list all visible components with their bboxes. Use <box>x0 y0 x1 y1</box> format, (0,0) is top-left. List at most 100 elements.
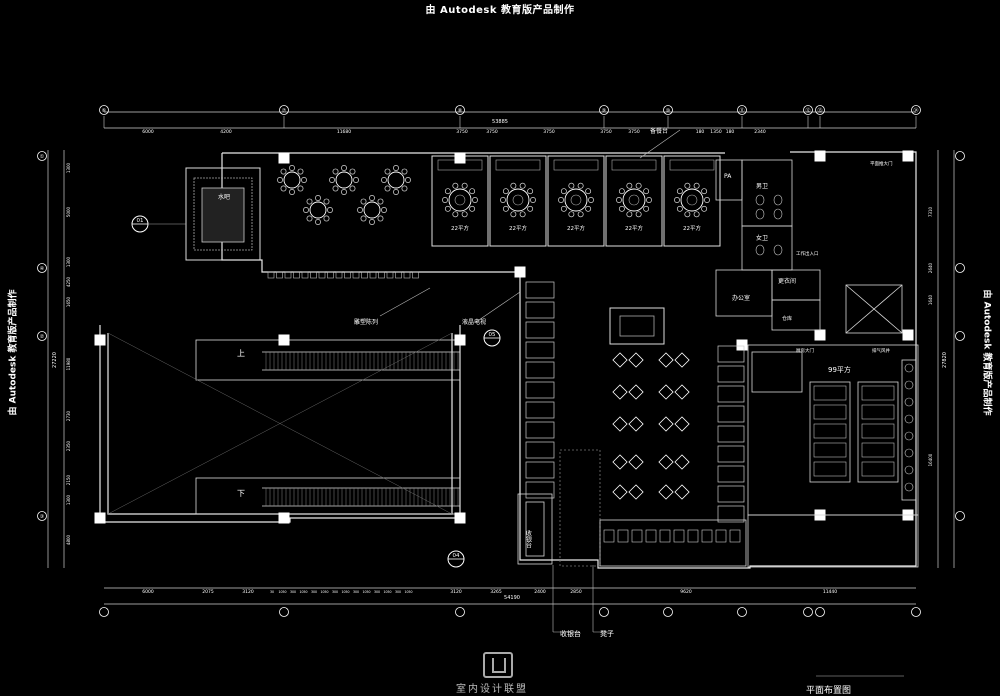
stove <box>861 404 895 420</box>
grid-bubble <box>37 331 47 341</box>
chair <box>701 205 708 212</box>
private-room <box>489 155 547 247</box>
sculpture-pedestal <box>378 271 385 279</box>
bottom-dim-text: 6000 <box>142 589 154 595</box>
chair <box>444 205 451 212</box>
column <box>454 334 466 346</box>
top-dim-text: 180 <box>696 129 705 135</box>
stair-up-label: 上 <box>237 349 245 358</box>
chair <box>519 211 526 218</box>
sculpture-pedestal <box>318 271 326 279</box>
booth <box>525 441 555 459</box>
round-table <box>283 171 301 189</box>
staff-door-label: 工作出入口 <box>796 250 819 257</box>
burner <box>904 380 914 390</box>
chair <box>341 165 347 171</box>
square-tables <box>603 352 741 543</box>
sculpture-pedestal <box>412 271 419 279</box>
grid-bubble <box>955 151 965 161</box>
left-dim-text: 11980 <box>66 357 71 370</box>
men-wc-label: 男卫 <box>756 183 768 190</box>
round-table <box>335 171 353 189</box>
grid-bubble <box>455 607 465 617</box>
bottom-small-dim-text: 1050 <box>341 590 349 594</box>
chair <box>381 207 387 213</box>
chair <box>277 177 283 183</box>
chair <box>323 215 330 222</box>
room-table <box>680 188 704 212</box>
chair <box>693 211 700 218</box>
burner <box>904 448 914 458</box>
sculpture-pedestal <box>284 271 292 279</box>
private-room <box>605 155 663 247</box>
bench-seat <box>659 529 671 543</box>
bottom-dim-text: 2850 <box>570 589 582 595</box>
sculpture-pedestal <box>301 271 309 279</box>
lazy-susan <box>454 194 466 206</box>
booth <box>525 321 555 339</box>
bench-callout: 凳子 <box>600 629 614 638</box>
sculpture-pedestal <box>335 271 343 279</box>
grid-bubble-label: ⑩ <box>666 108 671 114</box>
grid-bubble <box>37 263 47 273</box>
bench-seat <box>631 529 643 543</box>
bar-block <box>185 167 261 261</box>
grid-bubble <box>911 607 921 617</box>
grid-bubble <box>737 105 747 115</box>
chair <box>323 198 330 205</box>
booth <box>525 421 555 439</box>
grid-bubble-label: ② <box>40 334 45 340</box>
chair <box>315 195 321 201</box>
bottom-dim-text: 3265 <box>490 589 502 595</box>
bottom-small-dim-text: 300 <box>311 590 317 594</box>
escalator-steps <box>265 352 459 506</box>
chair <box>377 215 384 222</box>
bench-seat <box>617 529 629 543</box>
sideboard <box>669 159 715 171</box>
toilet <box>773 208 783 220</box>
square-table <box>658 454 674 470</box>
booth-seating-column <box>267 271 745 523</box>
stove <box>813 442 847 458</box>
grid-bubble <box>99 105 109 115</box>
top-dim-text: 6000 <box>142 129 154 135</box>
chair <box>306 215 313 222</box>
burner <box>904 482 914 492</box>
chair <box>560 188 567 195</box>
chair <box>357 207 363 213</box>
chair <box>280 168 287 175</box>
service-counter-label: 备餐台 <box>650 127 668 135</box>
main-door-label: 平面推大门 <box>870 160 893 167</box>
booth <box>717 505 745 523</box>
chair <box>510 211 517 218</box>
booth <box>525 341 555 359</box>
chair <box>353 177 359 183</box>
chair <box>289 189 295 195</box>
women-wc-label: 女卫 <box>756 234 768 242</box>
grid-bubble <box>955 511 965 521</box>
chair <box>301 177 307 183</box>
grid-bubble <box>279 105 289 115</box>
section-marker-04 <box>447 550 465 568</box>
bench-seat <box>729 529 741 543</box>
bench-seat <box>687 529 699 543</box>
square-table <box>612 454 628 470</box>
bottom-dim-text: 2400 <box>534 589 546 595</box>
stove <box>813 404 847 420</box>
chair <box>303 207 309 213</box>
left-dim-text: 1300 <box>66 494 71 505</box>
chair <box>360 198 367 205</box>
chair <box>369 195 375 201</box>
column <box>902 150 914 162</box>
left-dim-text: 2350 <box>66 440 71 451</box>
booth <box>525 301 555 319</box>
bottom-small-dim-text: 300 <box>395 590 401 594</box>
sculpture-pedestal <box>386 271 394 279</box>
bottom-dim-text: 11440 <box>823 589 837 595</box>
chair <box>646 197 652 203</box>
column <box>278 334 290 346</box>
grid-bubble-label: ① <box>40 154 45 160</box>
column <box>814 329 826 341</box>
booth <box>717 385 745 403</box>
